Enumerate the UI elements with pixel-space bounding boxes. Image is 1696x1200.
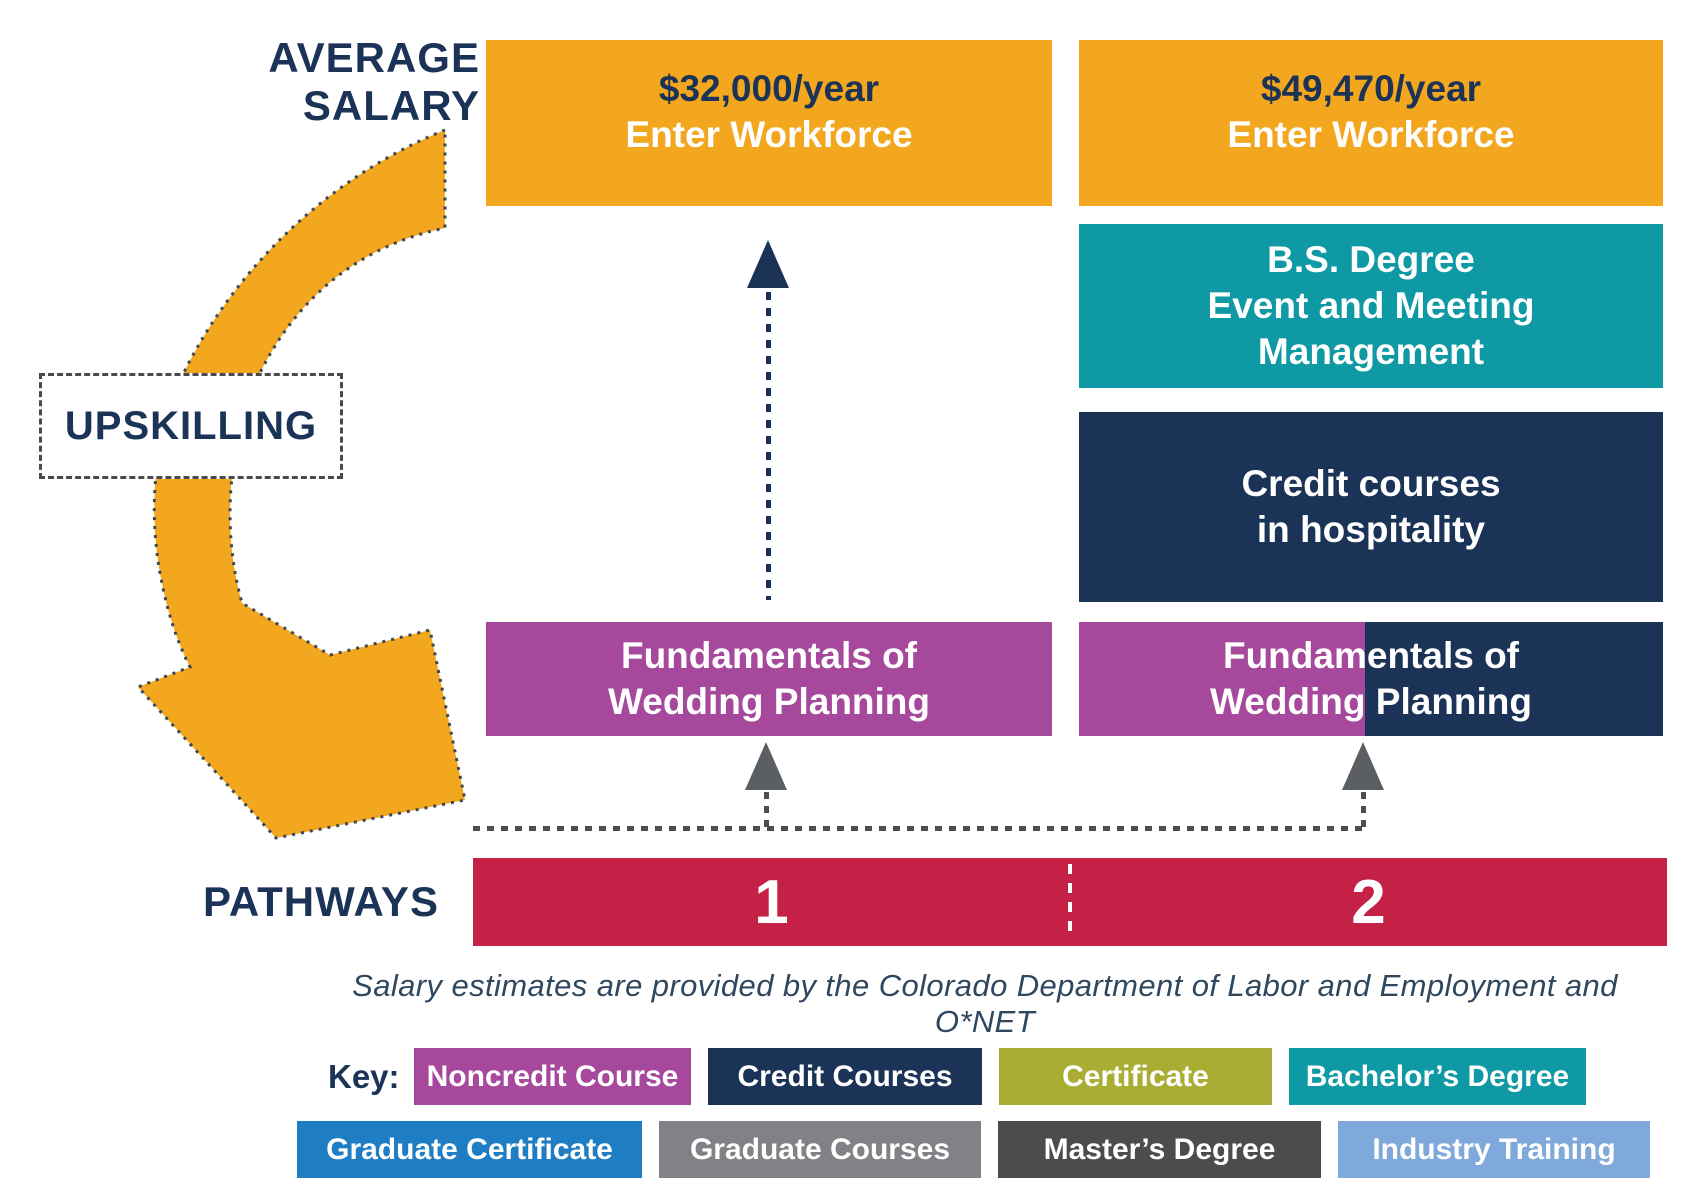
key-noncredit-course: Noncredit Course: [414, 1048, 691, 1105]
pathway2-number: 2: [1351, 867, 1386, 937]
pathway1-salary-box: $32,000/year Enter Workforce: [486, 40, 1052, 206]
pathway2-fundamentals-noncredit-segment: [1079, 622, 1365, 736]
upskilling-arrow-shape: [135, 127, 467, 840]
bs-degree-line3: Management: [1257, 331, 1485, 372]
key-bachelors-degree-label: Bachelor’s Degree: [1305, 1059, 1570, 1093]
key-credit-courses-label: Credit Courses: [737, 1059, 953, 1093]
key-bachelors-degree: Bachelor’s Degree: [1289, 1048, 1586, 1105]
salary-footnote: Salary estimates are provided by the Col…: [352, 968, 1618, 1039]
pathway1-arrow-stem: [764, 792, 769, 828]
bs-degree-box: B.S. Degree Event and Meeting Management: [1079, 224, 1663, 388]
credit-courses-line2: in hospitality: [1256, 509, 1486, 550]
pathways-bar-divider: [1068, 864, 1072, 940]
average-salary-label: AVERAGE SALARY: [150, 34, 480, 130]
pathway1-number: 1: [754, 867, 789, 937]
key-graduate-certificate-label: Graduate Certificate: [326, 1132, 613, 1166]
pathways-bar: 1 2: [473, 858, 1667, 946]
pathway1-fundamentals-up-arrow-icon: [745, 742, 787, 790]
pathway2-fundamentals-credit-segment: [1365, 622, 1663, 736]
key-credit-courses: Credit Courses: [708, 1048, 982, 1105]
pathway2-fundamentals-up-arrow-icon: [1342, 742, 1384, 790]
pathway2-fundamentals-line2: Wedding Planning: [1209, 681, 1532, 722]
key-masters-degree-label: Master’s Degree: [1043, 1132, 1276, 1166]
pathway1-salary-amount: $32,000/year: [658, 68, 880, 109]
key-label-text: Key:: [328, 1057, 400, 1095]
key-masters-degree: Master’s Degree: [998, 1121, 1321, 1178]
upskilling-label-box: UPSKILLING: [39, 373, 343, 479]
pathway2-salary-amount: $49,470/year: [1260, 68, 1482, 109]
key-graduate-courses-label: Graduate Courses: [689, 1132, 951, 1166]
pathway2-fundamentals-box: Fundamentals of Wedding Planning: [1079, 622, 1663, 736]
bs-degree-line2: Event and Meeting: [1207, 285, 1535, 326]
pathway1-enter-workforce: Enter Workforce: [625, 114, 913, 155]
key-graduate-courses: Graduate Courses: [659, 1121, 981, 1178]
pathway2-salary-box: $49,470/year Enter Workforce: [1079, 40, 1663, 206]
pathway1-up-arrow-icon: [747, 240, 789, 288]
bs-degree-line1: B.S. Degree: [1267, 239, 1475, 280]
pathway1-fundamentals-line2: Wedding Planning: [607, 681, 930, 722]
key-industry-training: Industry Training: [1338, 1121, 1650, 1178]
key-noncredit-course-label: Noncredit Course: [426, 1059, 679, 1093]
key-label: Key:: [328, 1048, 400, 1105]
average-salary-line1: AVERAGE: [268, 34, 480, 81]
credit-courses-line1: Credit courses: [1241, 463, 1501, 504]
key-graduate-certificate: Graduate Certificate: [297, 1121, 642, 1178]
pathway1-fundamentals-line1: Fundamentals of: [620, 635, 918, 676]
pathway1-fundamentals-box: Fundamentals of Wedding Planning: [486, 622, 1052, 736]
pathway1-dotted-line: [766, 292, 771, 600]
pathway2-enter-workforce: Enter Workforce: [1227, 114, 1515, 155]
upskilling-label: UPSKILLING: [64, 403, 318, 448]
baseline-dotted-line: [473, 826, 1365, 831]
key-certificate-label: Certificate: [1062, 1059, 1209, 1093]
key-industry-training-label: Industry Training: [1372, 1132, 1616, 1166]
key-certificate: Certificate: [999, 1048, 1272, 1105]
pathway2-fundamentals-line1: Fundamentals of: [1222, 635, 1520, 676]
credit-courses-box: Credit courses in hospitality: [1079, 412, 1663, 602]
pathways-label-text: PATHWAYS: [203, 878, 439, 925]
pathways-label: PATHWAYS: [186, 858, 456, 946]
pathway2-arrow-stem: [1361, 792, 1366, 828]
upskilling-arrow-icon: [135, 127, 467, 840]
average-salary-line2: SALARY: [302, 82, 480, 129]
